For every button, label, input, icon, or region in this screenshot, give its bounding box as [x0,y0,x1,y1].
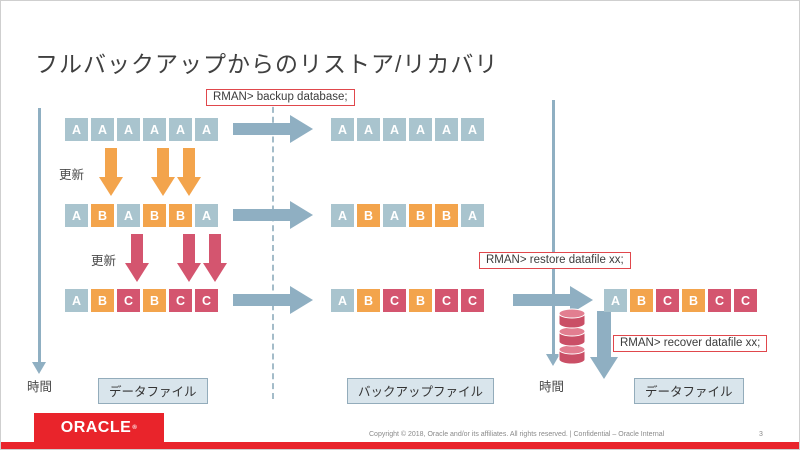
datafile-cell: A [143,118,166,141]
update-arrow-orange-icon [151,148,175,196]
update-label-1: 更新 [59,168,85,182]
datafile-label-left: データファイル [98,378,208,404]
time-label-left: 時間 [27,380,53,394]
datafile-cell: A [435,118,458,141]
database-cylinders-icon [558,308,586,365]
oracle-logo: ORACLE® [34,413,164,442]
datafile-cell: C [117,289,140,312]
registered-mark: ® [132,424,138,431]
datafile-cell: B [169,204,192,227]
column-separator-dashed-line [272,97,274,399]
datafile-cell: B [409,289,432,312]
copyright-text: Copyright © 2018, Oracle and/or its affi… [369,431,665,438]
slide-title: フルバックアップからのリストア/リカバリ [35,51,499,77]
datafile-cell: A [357,118,380,141]
datafile-cell: A [117,204,140,227]
update-arrow-red-icon [177,234,201,282]
rman-backup-callout: RMAN> backup database; [206,89,355,106]
datafile-cell: A [195,118,218,141]
recover-flow-arrow-icon [590,311,618,379]
page-number: 3 [759,431,763,438]
datafile-cell: C [435,289,458,312]
datafile-cell: B [682,289,705,312]
datafile-cell: C [708,289,731,312]
right-timeline-arrowhead-icon [546,354,560,366]
datafile-cell: A [409,118,432,141]
datafile-cell: A [65,118,88,141]
datafile-cell: C [383,289,406,312]
datafile-cell: B [630,289,653,312]
datafile-cell: A [331,118,354,141]
datafile-cell: B [357,289,380,312]
datafile-cell: A [65,289,88,312]
restore-flow-arrow-icon [513,286,593,314]
datafile-cell: C [195,289,218,312]
backup-flow-arrow-icon [233,115,313,143]
oracle-logo-text: ORACLE [60,418,132,436]
datafile-cell: A [195,204,218,227]
update-label-2: 更新 [91,254,117,268]
datafile-cell: A [331,204,354,227]
datafile-cell: B [357,204,380,227]
datafile-cell: B [143,204,166,227]
datafile-cell: C [461,289,484,312]
datafile-cell: A [461,118,484,141]
backup-flow-arrow-icon [233,201,313,229]
rman-restore-callout: RMAN> restore datafile xx; [479,252,631,269]
datafile-cell: B [143,289,166,312]
datafile-cell: A [169,118,192,141]
left-timeline-arrowhead-icon [32,362,46,374]
datafile-cell: A [383,204,406,227]
backupfile-label: バックアップファイル [347,378,495,404]
datafile-cell: A [461,204,484,227]
update-arrow-orange-icon [99,148,123,196]
datafile-cell: B [91,289,114,312]
datafile-label-right: データファイル [634,378,744,404]
datafile-cell: A [331,289,354,312]
left-timeline-line [38,108,41,363]
rman-recover-callout: RMAN> recover datafile xx; [613,335,768,352]
datafile-cell: A [91,118,114,141]
update-arrow-orange-icon [177,148,201,196]
right-timeline-line [552,100,555,355]
datafile-cell: A [117,118,140,141]
datafile-cell: B [409,204,432,227]
backup-flow-arrow-icon [233,286,313,314]
bottom-red-bar [1,442,799,449]
datafile-cell: C [656,289,679,312]
datafile-cell: A [383,118,406,141]
update-arrow-red-icon [203,234,227,282]
datafile-cell: A [604,289,627,312]
update-arrow-red-icon [125,234,149,282]
datafile-cell: C [734,289,757,312]
datafile-cell: B [435,204,458,227]
time-label-right: 時間 [539,380,565,394]
datafile-cell: B [91,204,114,227]
datafile-cell: A [65,204,88,227]
datafile-cell: C [169,289,192,312]
